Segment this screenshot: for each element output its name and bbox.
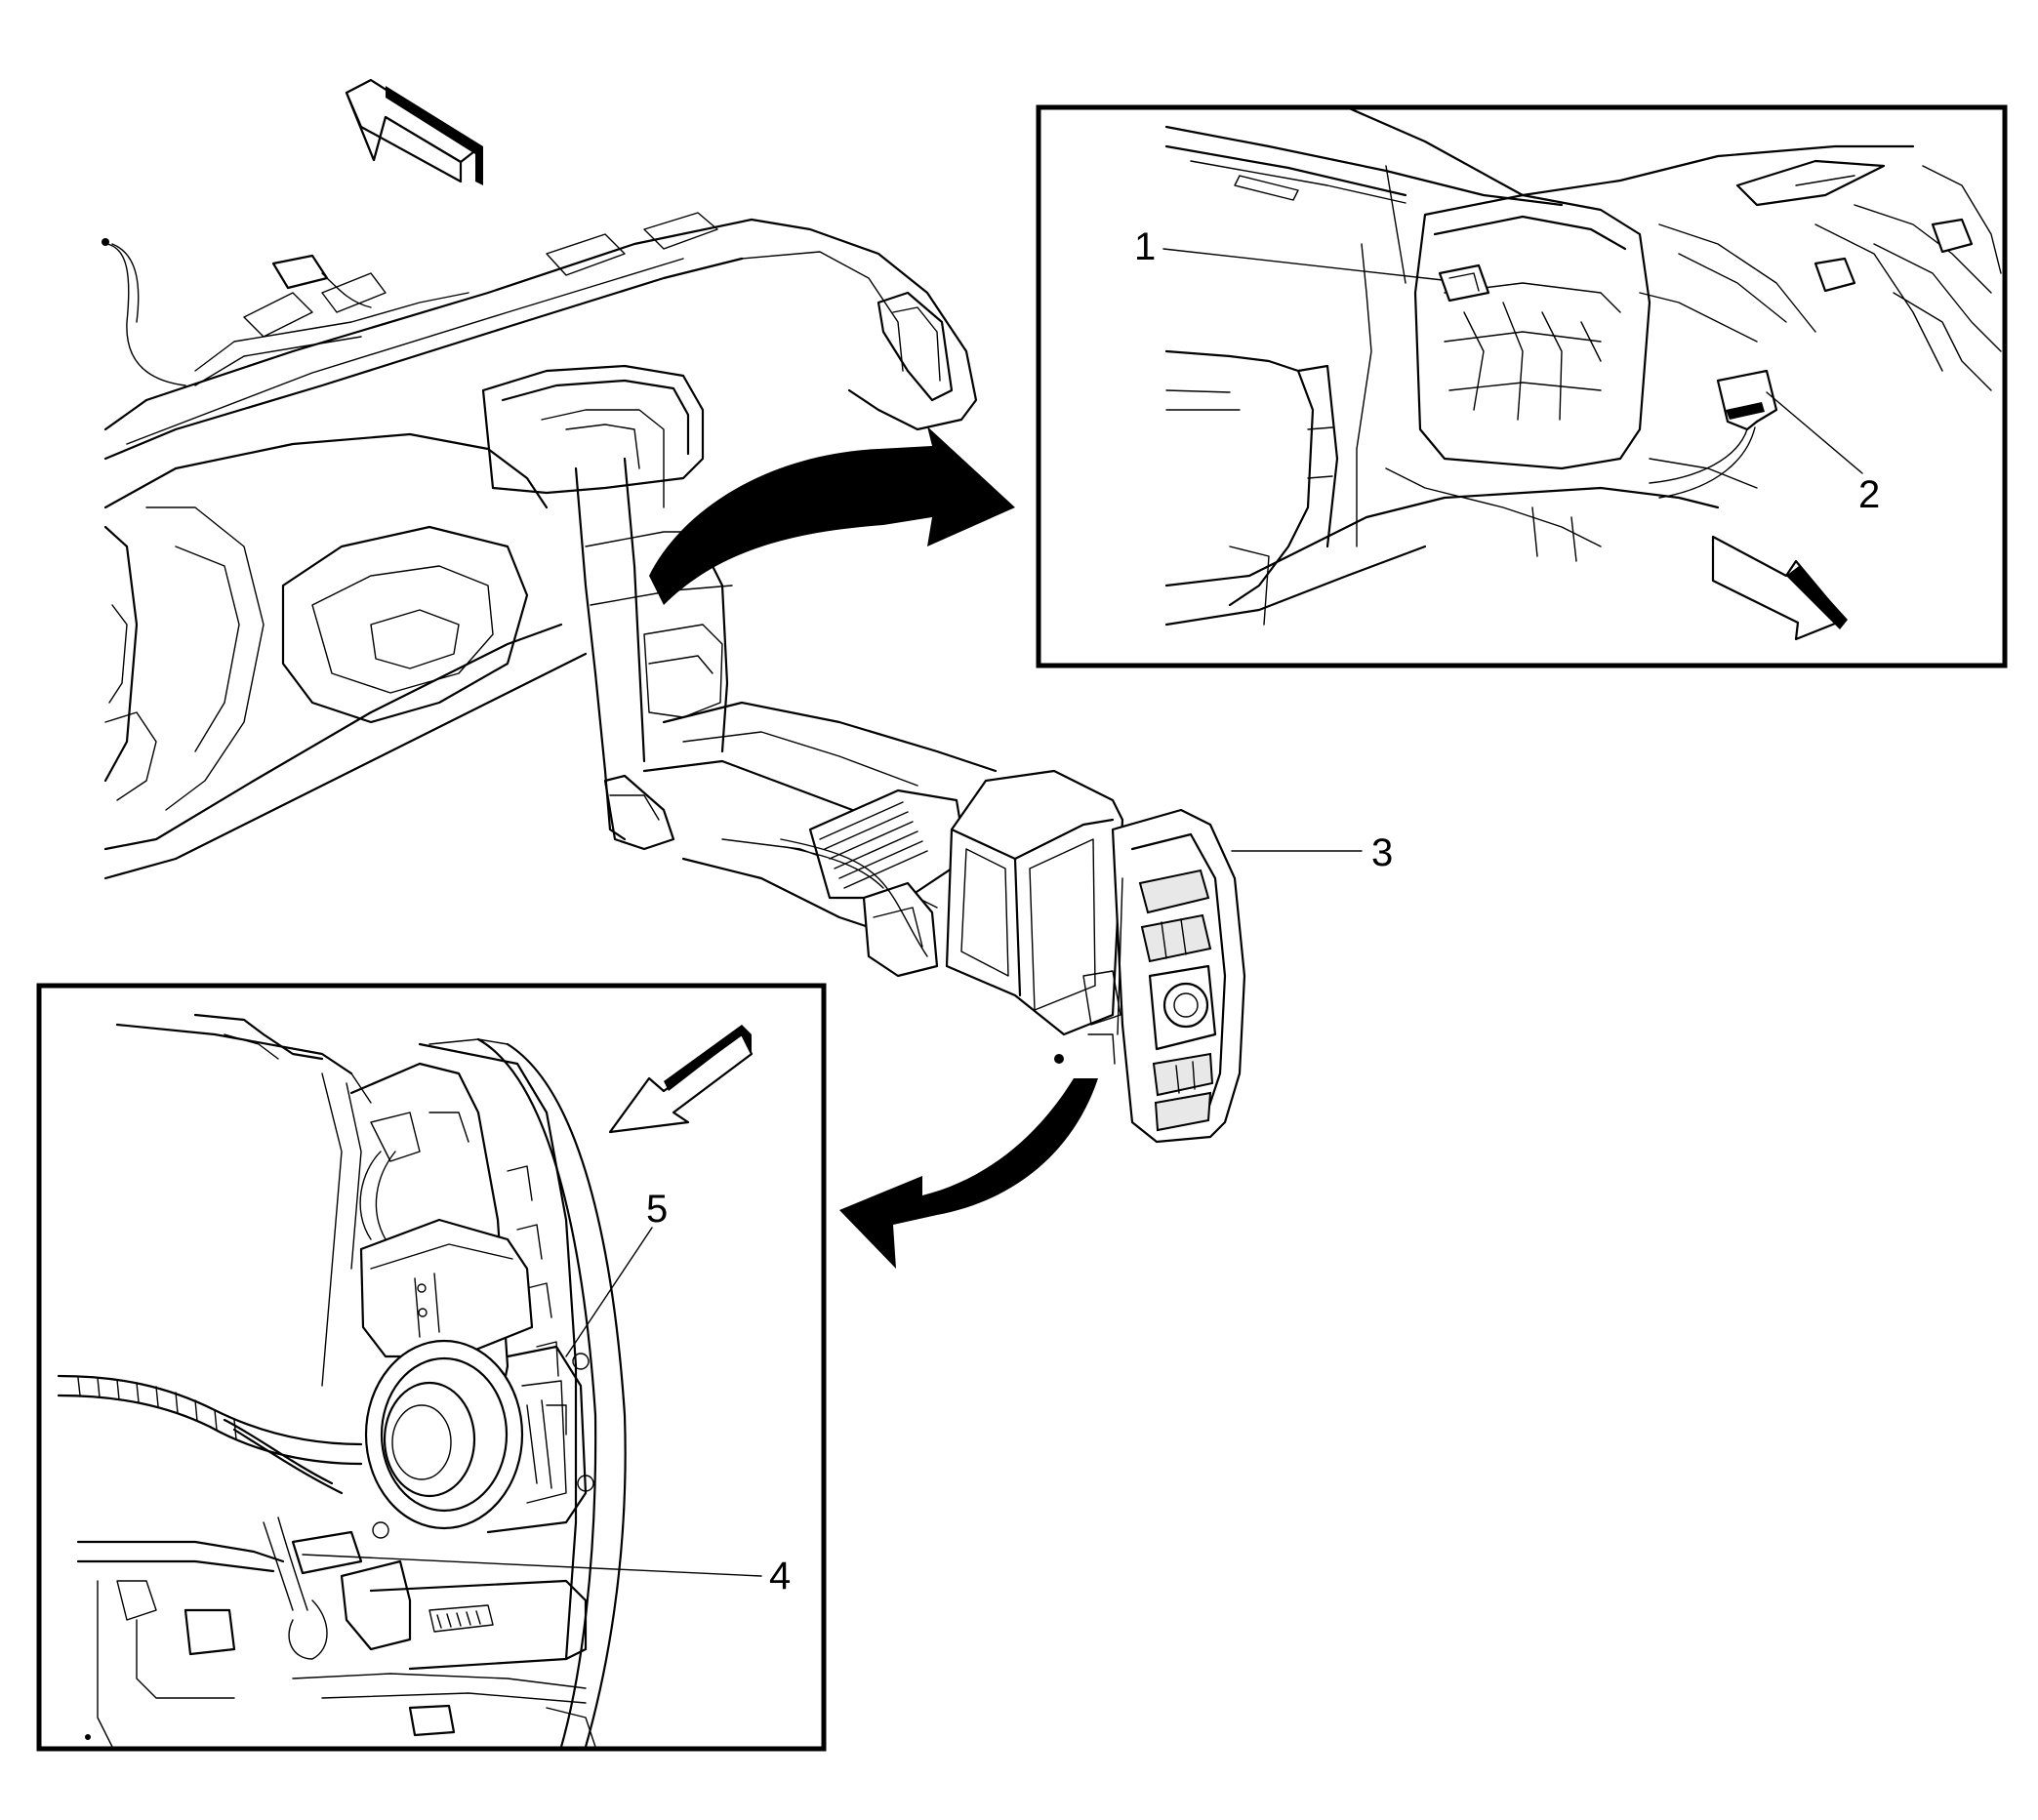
forward-direction-arrow-icon-inset [1711,535,1848,641]
curved-removal-arrow-icon-lower [839,1078,1098,1269]
radio-control-faceplate [1054,808,1246,1144]
leader-line-2 [1766,391,1863,474]
callout-1: 1 [1134,225,1156,268]
leader-line-4 [302,1554,762,1577]
callout-4: 4 [769,1555,791,1598]
curved-removal-arrow-icon [649,426,1015,605]
forward-direction-arrow-icon-lower-inset [608,1025,754,1134]
forward-direction-arrow-icon [345,78,483,185]
callout-3: 3 [1371,831,1393,874]
leader-lines [302,248,1863,1577]
callout-2: 2 [1858,473,1880,516]
leader-line-1 [1162,248,1444,281]
callout-5: 5 [646,1188,668,1231]
instrument-panel-assembly [102,212,1124,1036]
detail-inset-upper [1036,104,2008,668]
detail-inset-lower [36,983,827,1752]
leader-line-5 [565,1227,653,1357]
